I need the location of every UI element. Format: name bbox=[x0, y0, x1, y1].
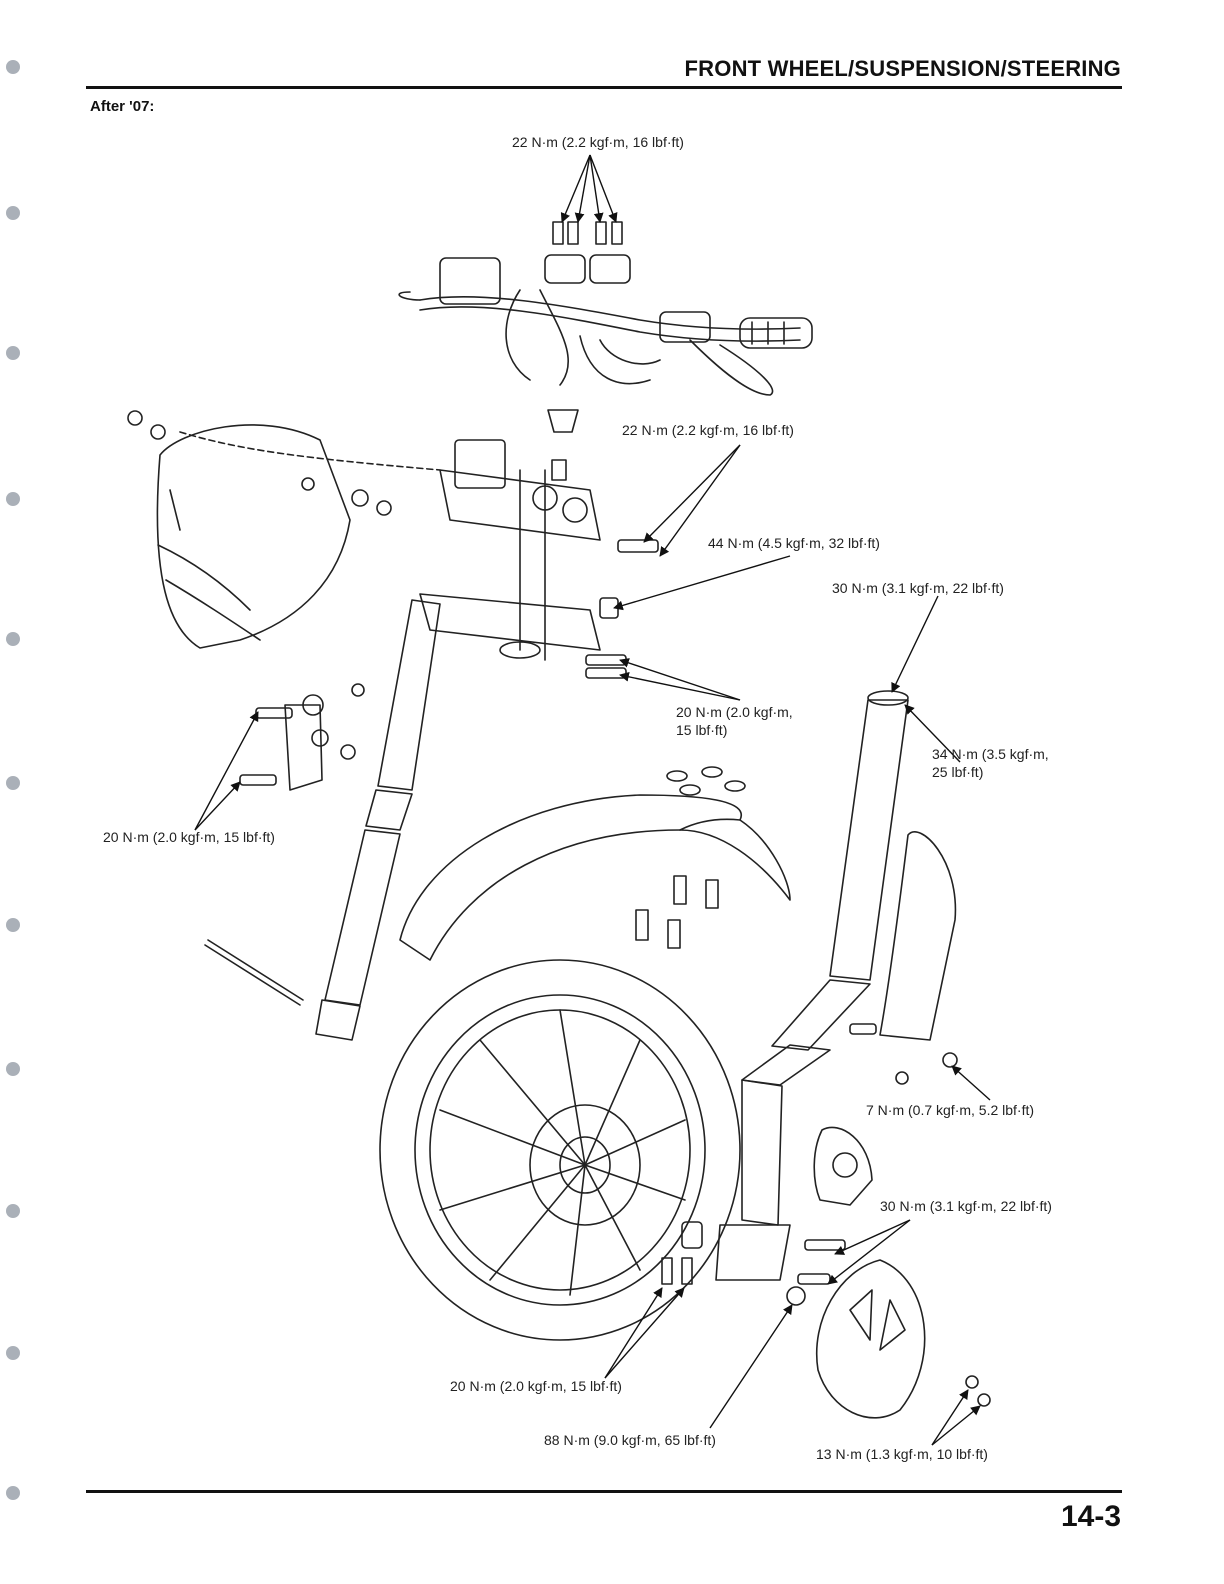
torque-label-top-bridge: 22 N·m (2.2 kgf·m, 16 lbf·ft) bbox=[622, 422, 794, 438]
page-title: FRONT WHEEL/SUSPENSION/STEERING bbox=[684, 56, 1121, 81]
torque-label-fork-bolt-2: 25 lbf·ft) bbox=[932, 764, 984, 780]
disc-cover bbox=[816, 1259, 991, 1419]
torque-label-fork-cap: 30 N·m (3.1 kgf·m, 22 lbf·ft) bbox=[832, 580, 1004, 596]
torque-label-fork-bolt-1: 34 N·m (3.5 kgf·m, bbox=[932, 746, 1049, 762]
handlebar bbox=[398, 257, 813, 396]
torque-label-fork-guard: 7 N·m (0.7 kgf·m, 5.2 lbf·ft) bbox=[866, 1102, 1035, 1118]
leader-lines bbox=[194, 154, 991, 1446]
torque-label-bottom-bridge-1: 20 N·m (2.0 kgf·m, bbox=[676, 704, 793, 720]
torque-label-caliper: 30 N·m (3.1 kgf·m, 22 lbf·ft) bbox=[880, 1198, 1052, 1214]
header-rule bbox=[86, 86, 1122, 89]
punch-hole bbox=[6, 632, 20, 646]
wheel-collar bbox=[681, 1221, 703, 1249]
punch-hole bbox=[6, 918, 20, 932]
front-wheel bbox=[379, 959, 741, 1341]
page-number: 14-3 bbox=[1060, 1500, 1121, 1533]
punch-hole bbox=[6, 1486, 20, 1500]
punch-hole bbox=[6, 1204, 20, 1218]
torque-label-stem-nut: 44 N·m (4.5 kgf·m, 32 lbf·ft) bbox=[708, 535, 880, 551]
caliper-bolt bbox=[804, 1239, 846, 1251]
footer-rule bbox=[86, 1490, 1122, 1493]
left-fork bbox=[315, 599, 441, 1041]
punch-hole bbox=[6, 776, 20, 790]
axle-holder bbox=[239, 683, 365, 791]
bridge-bolt bbox=[585, 667, 627, 679]
punch-hole bbox=[6, 60, 20, 74]
headlight-cover bbox=[127, 410, 441, 649]
front-fender bbox=[399, 766, 791, 961]
pinch-bolt bbox=[681, 1257, 693, 1285]
punch-hole bbox=[6, 206, 20, 220]
caliper-bolt bbox=[797, 1273, 831, 1285]
bridge-bolt bbox=[617, 539, 659, 553]
pinch-bolt bbox=[661, 1257, 673, 1285]
stem-nut bbox=[547, 409, 579, 433]
handlebar-clamp bbox=[544, 221, 631, 284]
stem-washer bbox=[551, 459, 567, 481]
front-axle bbox=[204, 944, 301, 1006]
punch-hole bbox=[6, 346, 20, 360]
torque-label-bottom-bridge-2: 15 lbf·ft) bbox=[676, 722, 728, 738]
bottom-bridge bbox=[419, 469, 601, 661]
punch-hole bbox=[6, 1346, 20, 1360]
torque-label-disc-cover: 13 N·m (1.3 kgf·m, 10 lbf·ft) bbox=[816, 1446, 988, 1462]
section-subheading: After '07: bbox=[90, 98, 155, 115]
torque-label-axle-nut: 88 N·m (9.0 kgf·m, 65 lbf·ft) bbox=[544, 1432, 716, 1448]
torque-label-axle-holder: 20 N·m (2.0 kgf·m, 15 lbf·ft) bbox=[103, 829, 275, 845]
torque-label-handlebar-clamp: 22 N·m (2.2 kgf·m, 16 lbf·ft) bbox=[512, 134, 684, 150]
right-fork bbox=[715, 690, 909, 1281]
punch-hole bbox=[6, 1062, 20, 1076]
axle-nut bbox=[786, 1286, 806, 1306]
brake-caliper bbox=[813, 1126, 873, 1206]
fork-guard bbox=[849, 831, 958, 1085]
punch-hole bbox=[6, 492, 20, 506]
torque-label-pinch-bolt: 20 N·m (2.0 kgf·m, 15 lbf·ft) bbox=[450, 1378, 622, 1394]
